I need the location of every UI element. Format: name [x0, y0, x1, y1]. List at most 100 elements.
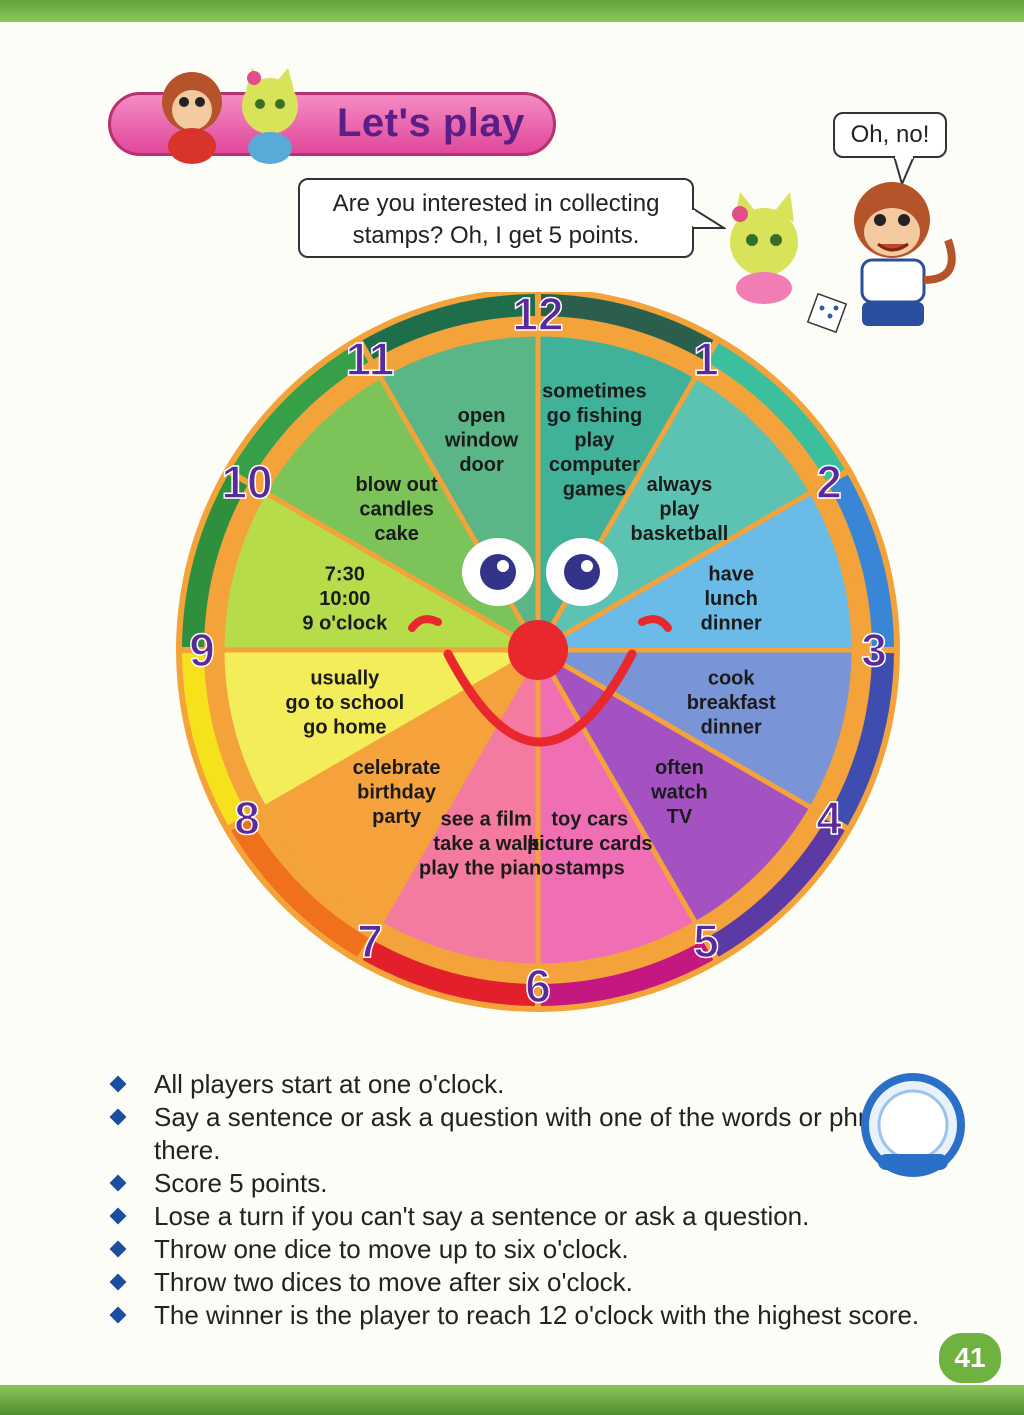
ring-segment — [362, 294, 536, 360]
hour-number: 6 — [525, 960, 551, 1012]
clock-sector — [528, 647, 857, 812]
sector-label-line: sometimes — [542, 380, 647, 402]
sector-label-line: birthday — [357, 781, 437, 803]
bottom-border — [0, 1385, 1024, 1415]
hour-number: 10 — [221, 456, 272, 508]
sector-label-line: stamps — [555, 858, 625, 880]
sector-label-line: take a walk — [433, 833, 540, 855]
ring-segment — [828, 474, 894, 648]
cat-speech-bubble: Are you interested in collecting stamps?… — [298, 178, 694, 258]
characters-illustration — [162, 68, 298, 164]
sector-label-line: play the piano — [419, 858, 553, 880]
ring-segment — [828, 652, 894, 826]
sector-label-line: play — [574, 429, 615, 451]
sector-label-line: often — [655, 757, 704, 779]
sector-label-line: picture cards — [527, 833, 653, 855]
rule-text: All players start at one o'clock. — [154, 1069, 505, 1099]
sector-label-line: celebrate — [353, 757, 441, 779]
bullet-diamond-icon — [109, 1306, 127, 1324]
rule-text: Lose a turn if you can't say a sentence … — [154, 1201, 810, 1231]
clock-sector — [260, 643, 545, 928]
sector-label-line: usually — [310, 667, 380, 689]
ring-segment — [182, 652, 248, 826]
ring-segment — [707, 343, 845, 481]
sector-label-line: toy cars — [551, 809, 628, 831]
sector-label-line: go fishing — [547, 405, 643, 427]
sector-label-line: dinner — [701, 613, 762, 635]
ring-segment — [182, 474, 248, 648]
page-number: 41 — [936, 1330, 1004, 1386]
bullet-diamond-icon — [109, 1240, 127, 1258]
hour-number: 7 — [357, 915, 383, 967]
sector-label-line: go home — [303, 716, 386, 738]
hour-number: 4 — [816, 792, 842, 844]
sector-label-line: breakfast — [687, 692, 776, 714]
sector-label-line: computer — [549, 454, 640, 476]
hour-number: 11 — [346, 333, 395, 385]
rule-item: All players start at one o'clock. — [109, 1068, 972, 1101]
sector-label-line: always — [647, 474, 713, 496]
bullet-diamond-icon — [109, 1207, 127, 1225]
clock-sector — [219, 647, 548, 812]
ring-segment — [707, 819, 845, 957]
sector-label-line: 9 o'clock — [302, 613, 388, 635]
sector-label-line: games — [563, 478, 626, 500]
clock-face — [408, 538, 672, 747]
hour-number: 1 — [693, 333, 719, 385]
sector-label-line: dinner — [701, 716, 762, 738]
rule-text: Throw two dices to move after six o'cloc… — [154, 1267, 633, 1297]
sector-label-line: open — [458, 405, 506, 427]
bullet-diamond-icon — [109, 1174, 127, 1192]
rule-text: Throw one dice to move up to six o'clock… — [154, 1234, 629, 1264]
sector-label-line: watch — [650, 781, 708, 803]
bullet-diamond-icon — [109, 1273, 127, 1291]
sector-label-line: TV — [667, 806, 693, 828]
ring-segment — [231, 819, 369, 957]
sector-label-line: 10:00 — [319, 588, 370, 610]
rule-text: The winner is the player to reach 12 o'c… — [154, 1300, 920, 1330]
ring-segment — [231, 343, 369, 481]
hour-number: 2 — [816, 456, 842, 508]
clock-sector — [219, 488, 548, 653]
sector-label-line: lunch — [705, 588, 758, 610]
sector-label-line: see a film — [441, 809, 532, 831]
rule-item: The winner is the player to reach 12 o'c… — [109, 1299, 972, 1332]
hour-number: 8 — [234, 792, 260, 844]
cat-and-monkey-illustration — [730, 182, 956, 334]
cat-speech-line-1: Are you interested in collecting — [332, 190, 660, 217]
page-title: Let's play — [337, 101, 525, 145]
rule-text: Score 5 points. — [154, 1168, 328, 1198]
clock-sector — [531, 643, 816, 928]
sector-label-line: candles — [359, 499, 433, 521]
rule-item: Score 5 points. — [109, 1167, 972, 1200]
cat-speech-line-2: stamps? Oh, I get 5 points. — [352, 222, 640, 249]
rule-text: Say a sentence or ask a question with on… — [154, 1102, 922, 1165]
cat-bubble-tail — [692, 206, 726, 229]
ring-segment — [540, 940, 714, 1006]
clock-sector — [528, 488, 857, 653]
rule-item: Throw two dices to move after six o'cloc… — [109, 1266, 972, 1299]
top-border — [0, 0, 1024, 22]
monkey-speech-bubble: Oh, no! — [833, 112, 947, 158]
sector-label-line: go to school — [285, 692, 404, 714]
rule-item: Say a sentence or ask a question with on… — [109, 1101, 972, 1167]
ring-segment — [540, 294, 714, 360]
ring-segment — [362, 940, 536, 1006]
bullet-diamond-icon — [109, 1108, 127, 1126]
sector-label-line: window — [444, 429, 519, 451]
bullet-diamond-icon — [109, 1075, 127, 1093]
